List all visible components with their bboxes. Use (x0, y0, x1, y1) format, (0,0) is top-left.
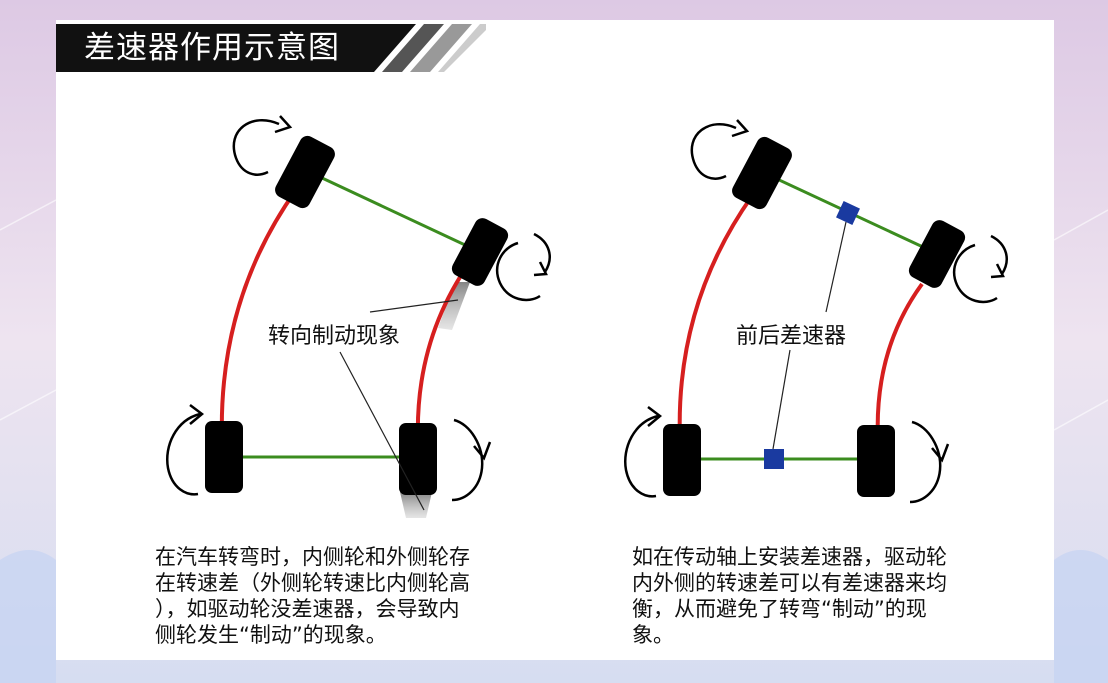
wheel-rear-inner-right (857, 425, 895, 497)
callout-line (369, 299, 459, 313)
front-differential (836, 201, 860, 225)
title-bar (56, 24, 486, 72)
wheel-front-outer-left (275, 135, 335, 209)
inner-track-left (415, 260, 472, 441)
content-card (56, 20, 1054, 660)
wheel-front-outer-right (732, 136, 792, 210)
rotation-arrow-icon (232, 118, 280, 176)
label-turning-brake: 转向制动现象 (268, 324, 401, 349)
rotation-arrow-icon (166, 412, 201, 496)
rotation-arrow-icon (533, 261, 548, 277)
right-vehicle (624, 119, 1008, 504)
skid-mark-rear (400, 492, 432, 518)
rotation-arrow-icon (990, 263, 1005, 279)
rotation-arrow-icon (952, 243, 998, 304)
wheel-rear-outer-left (205, 421, 243, 493)
left-vehicle (166, 115, 551, 518)
rotation-arrow-icon (931, 443, 950, 463)
label-differential: 前后差速器 (736, 324, 847, 349)
page-title: 差速器作用示意图 (84, 30, 340, 66)
rotation-arrow-icon (533, 232, 551, 273)
inner-track-right (875, 282, 924, 441)
rotation-arrow-icon (473, 441, 492, 461)
rotation-arrow-icon (451, 418, 484, 502)
left-caption: 在汽车转弯时，内侧轮和外侧轮存 在转速差（外侧轮转速比内侧轮高 ），如驱动轮没差… (155, 545, 470, 647)
rotation-arrow-icon (647, 406, 663, 427)
rotation-arrow-icon (731, 119, 750, 138)
outer-track-left (219, 188, 298, 441)
rotation-arrow-icon (624, 414, 659, 498)
front-axle-left (304, 168, 481, 254)
rotation-arrow-icon (274, 115, 293, 134)
wheel-front-inner-right (908, 220, 966, 288)
skid-mark-front (438, 282, 470, 330)
rotation-arrow-icon (690, 122, 737, 180)
rotation-arrow-icon (909, 420, 942, 504)
wheel-rear-inner-left (399, 423, 437, 495)
rotation-arrow-icon (189, 404, 205, 425)
wheel-front-inner-left (451, 218, 509, 286)
rotation-arrow-icon (495, 241, 541, 302)
callout-line (772, 349, 791, 450)
rotation-arrow-icon (990, 234, 1008, 275)
wheel-rear-outer-right (663, 424, 701, 496)
callout-line (339, 351, 425, 511)
callout-line (825, 221, 847, 313)
outer-track-right (677, 194, 754, 441)
rear-differential (764, 449, 784, 469)
right-caption: 如在传动轴上安装差速器，驱动轮 内外侧的转速差可以有差速器来均 衡，从而避免了转… (632, 545, 947, 647)
